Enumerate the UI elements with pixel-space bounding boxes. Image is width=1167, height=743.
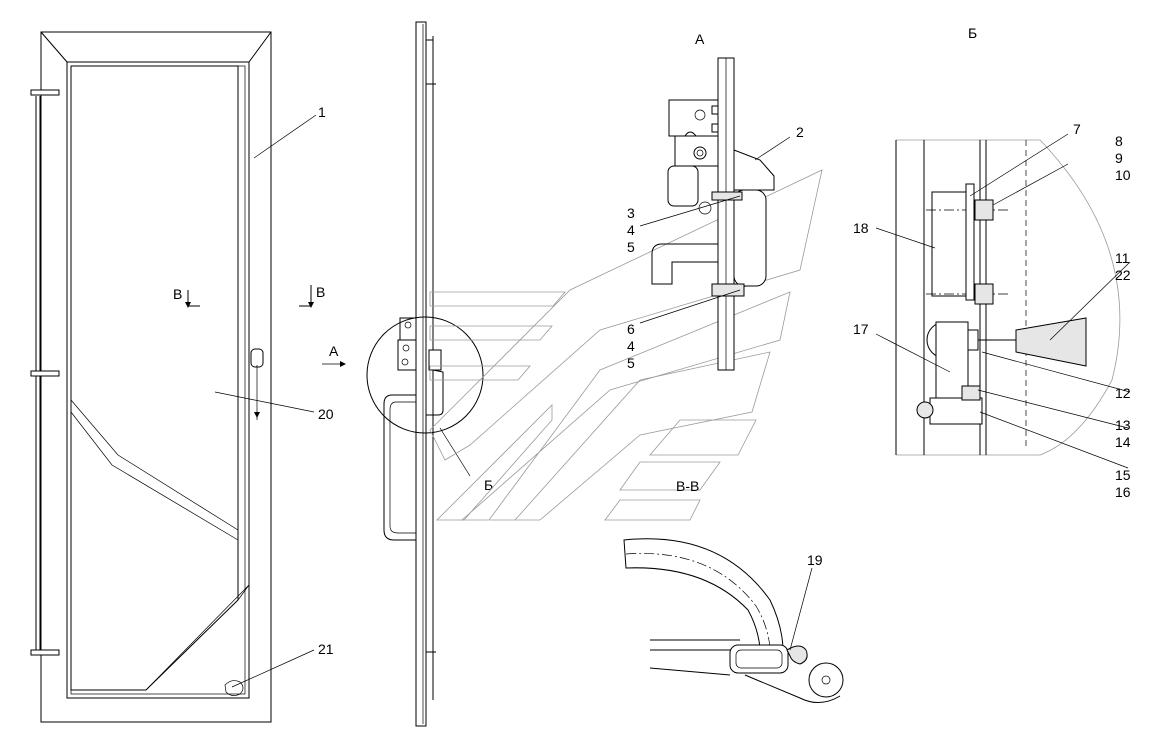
section-label-left: В (173, 286, 182, 302)
lock-outline (224, 680, 244, 696)
callout-18: 18 (853, 220, 869, 236)
side-handle (383, 394, 416, 541)
section-mark-left (185, 290, 200, 308)
section-mark-right (299, 285, 314, 308)
callout-11: 11 (1115, 250, 1130, 266)
view-a-lock (639, 57, 791, 371)
detail-circle-b (366, 316, 484, 434)
view-b-bracket (931, 191, 969, 297)
section-vv-seal (623, 538, 844, 703)
glass-panel (70, 65, 239, 691)
section-label-right: В (316, 284, 325, 300)
callout-15: 15 (1115, 467, 1131, 483)
callout-1: 1 (318, 104, 326, 120)
callout-13: 13 (1115, 417, 1131, 433)
section-vv-title: В-В (676, 478, 699, 494)
callout-5b: 5 (627, 355, 635, 371)
callout-16: 16 (1115, 484, 1131, 500)
callout-8: 8 (1115, 133, 1123, 149)
door-inner-frame (66, 61, 250, 699)
callout-22: 22 (1115, 267, 1131, 283)
hinges (30, 89, 60, 656)
view-b-title: Б (968, 25, 977, 41)
callout-3: 3 (627, 205, 635, 221)
callout-17: 17 (853, 321, 869, 337)
view-b-detail (875, 133, 1131, 469)
view-b-handle-knob (1015, 317, 1087, 367)
callout-2: 2 (796, 124, 804, 140)
door-handle (250, 348, 264, 420)
arrow-a-label: А (329, 343, 339, 359)
section-hatch-shapes (429, 169, 823, 521)
seal-pin-circle (808, 662, 844, 698)
callout-7: 7 (1073, 121, 1081, 137)
door-outer-frame (40, 31, 272, 723)
callout-4a: 4 (627, 222, 635, 238)
side-lock-mechanism (397, 317, 444, 416)
callout-5a: 5 (627, 239, 635, 255)
callout-20: 20 (318, 406, 334, 422)
callout-12: 12 (1115, 385, 1131, 401)
callout-9: 9 (1115, 150, 1123, 166)
door-front-view: В В (30, 31, 325, 723)
callout-14: 14 (1115, 434, 1131, 450)
callout-19: 19 (807, 552, 823, 568)
callout-4b: 4 (627, 338, 635, 354)
door-side-view (322, 21, 484, 727)
callout-10: 10 (1115, 167, 1131, 183)
view-a-title: А (695, 31, 705, 47)
detail-b-label: Б (484, 477, 493, 493)
callout-6: 6 (627, 321, 635, 337)
callout-21: 21 (318, 641, 334, 657)
view-a-lever (733, 189, 767, 287)
door-side-panel (415, 21, 427, 727)
seal-profile (623, 538, 784, 649)
seal-frame (729, 644, 789, 674)
